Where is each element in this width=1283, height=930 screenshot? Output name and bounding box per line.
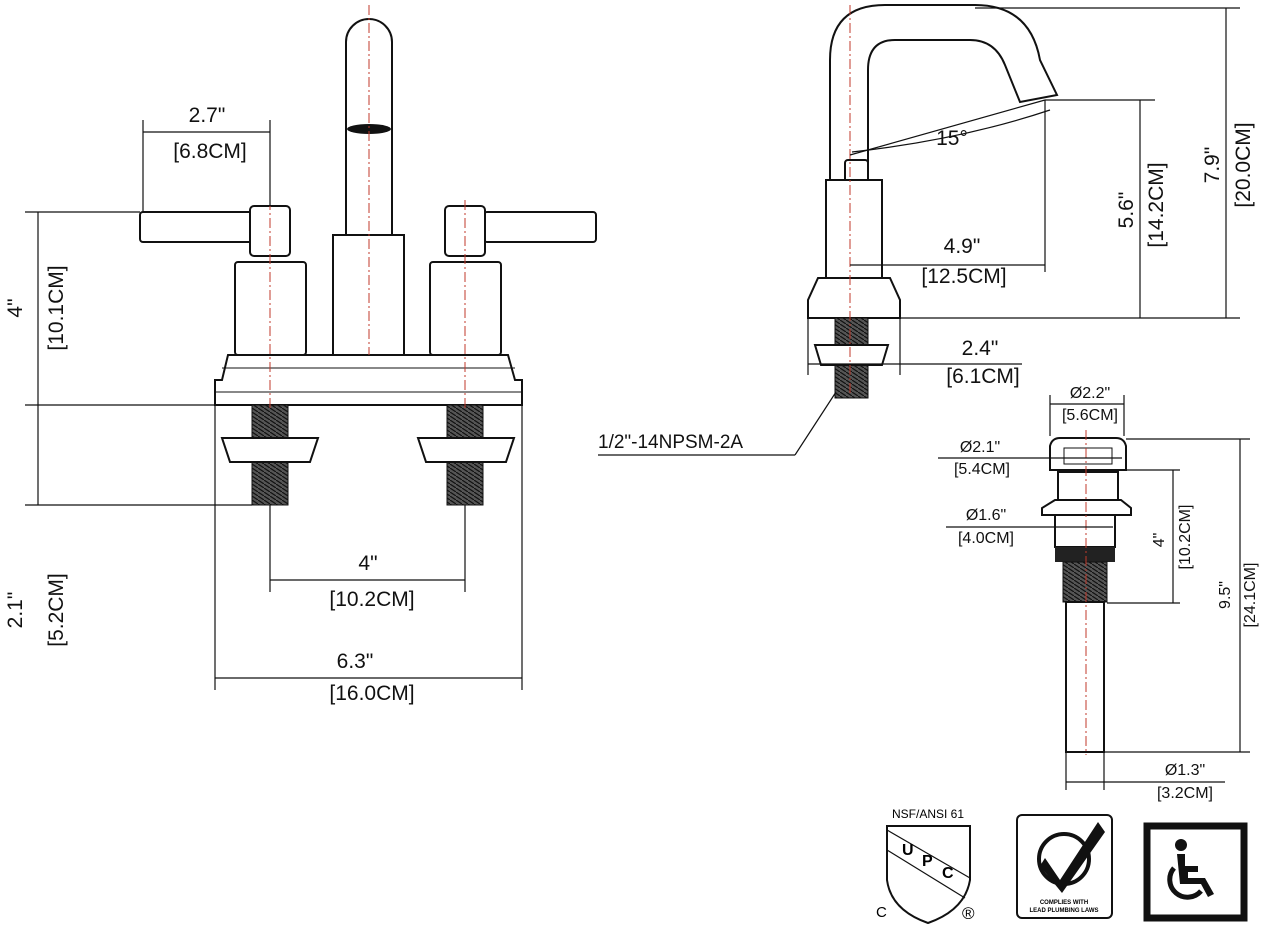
dim-center-spacing: 4" [10.2CM] [269, 505, 466, 611]
dim-label-cm: [5.2CM] [45, 573, 68, 647]
dim-handle-offset: 2.7" [6.8CM] [142, 104, 271, 212]
dim-cap-diameter: Ø2.2" [5.6CM] [1049, 385, 1125, 436]
dim-label: 4.9" [944, 235, 981, 258]
dim-shank-length: 2.1" [5.2CM] [4, 405, 252, 647]
dim-label-cm: [20.0CM] [1232, 122, 1255, 207]
dim-label: 7.9" [1201, 147, 1224, 184]
dim-label-cm: [14.2CM] [1145, 162, 1168, 247]
deck-plate [214, 354, 523, 406]
dim-label-cm: [6.1CM] [946, 365, 1020, 388]
dim-label-cm: [10.1CM] [45, 265, 68, 350]
dim-label: 4" [4, 298, 27, 317]
lead-compliance-logo: COMPLIES WITH LEAD PLUMBING LAWS [1016, 814, 1113, 919]
dim-angle: 15° [849, 99, 1051, 156]
dim-label-cm: [3.2CM] [1157, 785, 1213, 802]
dim-label-cm: [12.5CM] [921, 265, 1006, 288]
drain-ring [1055, 547, 1115, 562]
wheelchair-icon [1167, 839, 1214, 900]
dim-label: 2.4" [962, 337, 999, 360]
dim-label: 9.5" [1217, 581, 1234, 609]
gooseneck-spout [829, 4, 1059, 181]
right-nut [416, 437, 516, 463]
dim-body-diameter: Ø1.6" [4.0CM] [946, 507, 1113, 547]
dim-body-length: 4" [10.2CM] [1107, 469, 1194, 604]
dim-tail-diameter: Ø1.3" [3.2CM] [1065, 752, 1225, 802]
dim-label-cm: [6.8CM] [173, 140, 247, 163]
dim-label-cm: [5.6CM] [1062, 407, 1118, 424]
lead-label-1: COMPLIES WITH [1040, 900, 1088, 906]
upc-c-mark: C [876, 904, 887, 921]
checkmark-icon [1040, 822, 1105, 893]
side-view: 15° 5.6" [14.2CM] 7.9" [20.0CM] 4.9" [12… [598, 4, 1255, 456]
drain-tailpiece [1065, 601, 1105, 753]
upc-letter: C [942, 865, 954, 882]
dim-spout-reach: 4.9" [12.5CM] [850, 100, 1046, 288]
dim-total-height: 7.9" [20.0CM] [975, 7, 1255, 318]
dim-label: Ø2.2" [1070, 385, 1110, 402]
dim-height: 4" [10.1CM] [4, 211, 215, 406]
side-base [807, 277, 901, 319]
dim-label-cm: [24.1CM] [1242, 563, 1259, 628]
side-nut [813, 344, 890, 366]
dim-spout-height: 5.6" [14.2CM] [900, 99, 1240, 319]
upc-certification-logo: NSF/ANSI 61 U P C C ® [876, 807, 975, 925]
dim-base-depth: 2.4" [6.1CM] [807, 318, 1022, 388]
dim-label: 2.1" [4, 592, 27, 629]
dim-label: 5.6" [1115, 192, 1138, 229]
dim-label-cm: [16.0CM] [329, 682, 414, 705]
pop-up-drain: Ø2.2" [5.6CM] Ø2.1" [5.4CM] Ø1.6" [4.0CM… [938, 385, 1259, 802]
dim-label: 6.3" [337, 650, 374, 673]
drain-thread [1062, 561, 1108, 603]
left-nut [220, 437, 320, 463]
thread-spec-callout: 1/2"-14NPSM-2A [598, 391, 837, 456]
nsf-label: NSF/ANSI 61 [892, 807, 964, 821]
upc-letter: U [902, 842, 914, 859]
dim-total-length: 9.5" [24.1CM] [1104, 438, 1259, 753]
dim-label: Ø1.6" [966, 507, 1006, 524]
dim-label: 4" [358, 552, 377, 575]
dim-label: Ø2.1" [960, 439, 1000, 456]
dim-flange-diameter: Ø2.1" [5.4CM] [938, 439, 1122, 478]
drain-body-upper [1057, 471, 1119, 501]
dim-label-cm: [10.2CM] [329, 588, 414, 611]
spout-band [347, 124, 391, 134]
drain-body [1054, 514, 1116, 548]
dim-base-width: 6.3" [16.0CM] [214, 405, 523, 705]
dim-label: 15° [936, 127, 968, 150]
dim-label-cm: [5.4CM] [954, 461, 1010, 478]
dim-label-cm: [4.0CM] [958, 530, 1014, 547]
dim-label: 4" [1151, 533, 1168, 548]
thread-spec-label: 1/2"-14NPSM-2A [598, 432, 743, 453]
front-view: 2.7" [6.8CM] 4" [10.1CM] 2.1" [5.2CM] 4"… [4, 5, 597, 705]
side-body [825, 179, 883, 279]
right-handle-lever [483, 211, 597, 243]
dim-label: Ø1.3" [1165, 762, 1205, 779]
registered-mark: ® [962, 904, 975, 923]
dim-label: 2.7" [189, 104, 226, 127]
left-handle-lever [139, 211, 253, 243]
upc-letter: P [922, 853, 933, 870]
ada-accessibility-logo [1143, 822, 1248, 922]
dim-label-cm: [10.2CM] [1177, 505, 1194, 570]
lead-label-2: LEAD PLUMBING LAWS [1030, 908, 1099, 914]
drain-cap [1049, 437, 1127, 471]
